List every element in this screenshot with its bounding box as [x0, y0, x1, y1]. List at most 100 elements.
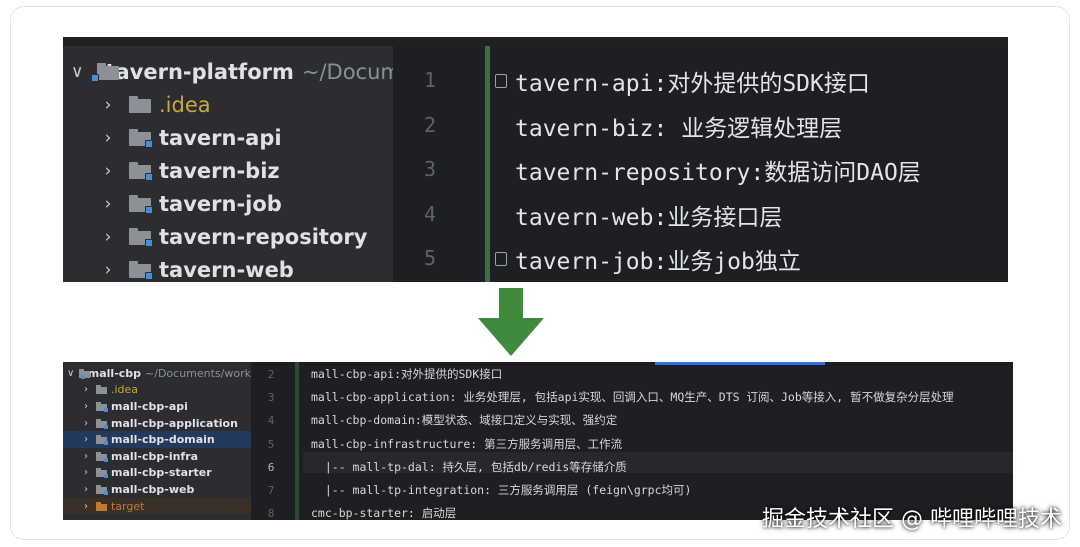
fold-marker-icon[interactable]	[495, 252, 507, 266]
tree-item-tavern-repository[interactable]: ›tavern-repository	[63, 220, 393, 253]
folder-tab	[96, 451, 101, 454]
tree-item-idea[interactable]: › .idea	[63, 382, 251, 399]
code-line[interactable]: mall-cbp-application: 业务处理层, 包括api实现、回调入…	[311, 390, 954, 405]
bottom-editor-gutter	[251, 362, 303, 520]
line-number: 4	[267, 414, 275, 428]
top-editor-area	[543, 46, 1008, 282]
folder-tab	[129, 195, 138, 199]
code-line[interactable]: mall-cbp-infrastructure: 第三方服务调用层、工作流	[311, 436, 623, 451]
bottom-vcs-change-bar	[295, 362, 299, 520]
tree-item-tavern-api[interactable]: › tavern-api	[63, 121, 393, 154]
tree-item-tavern-web[interactable]: ›tavern-web	[63, 253, 393, 282]
folder-icon	[96, 418, 108, 429]
fold-marker-icon[interactable]	[495, 74, 507, 88]
code-line[interactable]: |-- mall-tp-integration: 三方服务调用层 (feign\…	[311, 483, 692, 497]
chevron-right-icon[interactable]: ›	[84, 400, 88, 412]
code-line[interactable]: cmc-bp-starter: 启动层	[311, 506, 457, 520]
chevron-right-icon[interactable]: ›	[84, 434, 88, 446]
folder-tab	[129, 261, 138, 265]
tree-item-tavern-job[interactable]: › tavern-job	[63, 187, 393, 220]
folder-icon	[79, 368, 91, 379]
tree-item-label: tavern-biz	[159, 158, 280, 183]
tree-item-mall-cbp-application[interactable]: ›mall-cbp-application	[63, 415, 251, 432]
chevron-right-icon[interactable]: ›	[84, 483, 88, 495]
watermark-text: 掘金技术社区 @ 哔哩哔哩技术	[762, 507, 1062, 532]
code-line[interactable]: mall-cbp-domain:模型状态、域接口定义与实现、强约定	[311, 413, 618, 428]
tree-item-mall-cbp-infra[interactable]: ›mall-cbp-infra	[63, 448, 251, 465]
module-badge-icon	[104, 441, 108, 446]
folder-tab	[129, 162, 138, 166]
code-line[interactable]: tavern-biz: 业务逻辑处理层	[515, 115, 843, 142]
module-badge-icon	[145, 239, 153, 247]
code-line[interactable]: tavern-web:业务接口层	[515, 204, 783, 231]
folder-icon	[96, 468, 108, 479]
folder-icon	[129, 195, 153, 214]
folder-icon	[129, 162, 153, 181]
arrow-down-icon	[478, 288, 544, 356]
chevron-right-icon[interactable]: ›	[84, 450, 88, 462]
tree-item-mall-cbp-api[interactable]: › mall-cbp-api	[63, 398, 251, 415]
folder-body	[96, 486, 107, 494]
chevron-right-icon[interactable]: ›	[104, 160, 112, 181]
tree-item-label: mall-cbp	[87, 366, 142, 380]
chevron-right-icon[interactable]: ›	[84, 467, 88, 479]
folder-tab	[96, 484, 101, 487]
chevron-right-icon[interactable]: ›	[104, 226, 112, 247]
current-line-highlight	[303, 452, 1013, 473]
folder-body	[96, 420, 107, 428]
code-line[interactable]: tavern-api:对外提供的SDK接口	[515, 71, 870, 97]
chevron-right-icon[interactable]: ›	[104, 94, 112, 115]
tree-item-label: tavern-job	[159, 191, 282, 216]
module-badge-icon	[145, 140, 153, 148]
module-badge-icon	[104, 474, 108, 479]
tree-item-tavern-platform[interactable]: ∨tavern-platform~/Docum	[63, 55, 393, 88]
tree-item-idea[interactable]: ›.idea	[63, 88, 393, 121]
tree-item-label: tavern-platform	[105, 59, 294, 84]
folder-body	[96, 387, 107, 395]
module-badge-icon	[104, 457, 108, 462]
folder-body	[96, 437, 107, 445]
folder-tab	[129, 228, 138, 232]
chevron-right-icon[interactable]: ›	[104, 259, 112, 280]
tree-item-mall-cbp-starter[interactable]: ›mall-cbp-starter	[63, 465, 251, 482]
code-line[interactable]: mall-cbp-api:对外提供的SDK接口	[311, 367, 503, 381]
tree-item-tavern-biz[interactable]: › tavern-biz	[63, 154, 393, 187]
folder-body	[96, 453, 107, 461]
module-badge-icon	[104, 490, 108, 495]
chevron-right-icon[interactable]: ›	[84, 384, 88, 396]
folder-icon	[129, 96, 151, 113]
line-number: 7	[267, 484, 275, 497]
tree-item-path: ~/Documents/work	[145, 366, 251, 380]
line-number: 2	[267, 368, 275, 381]
tree-item-mall-cbp[interactable]: ∨ mall-cbp~/Documents/work	[63, 365, 251, 382]
chevron-down-icon[interactable]: ∨	[67, 367, 75, 379]
tree-item-mall-cbp-domain[interactable]: ›mall-cbp-domain	[63, 431, 251, 448]
line-number: 2	[423, 112, 437, 137]
line-number: 8	[267, 507, 275, 520]
code-line[interactable]: |-- mall-tp-dal: 持久层, 包括db/redis等存储介质	[311, 459, 627, 474]
chevron-down-icon[interactable]: ∨	[71, 61, 84, 82]
chevron-right-icon[interactable]: ›	[104, 127, 112, 148]
editor-tab-indicator	[655, 362, 825, 365]
folder-tab	[96, 468, 101, 471]
folder-body	[79, 370, 91, 378]
top-vcs-change-bar	[485, 46, 490, 282]
tree-item-label: .idea	[111, 383, 139, 397]
tree-item-mall-cbp-web[interactable]: ›mall-cbp-web	[63, 481, 251, 498]
folder-body	[97, 66, 120, 80]
tree-item-label: mall-cbp-api	[111, 399, 188, 413]
code-line[interactable]: tavern-job:业务job独立	[515, 249, 801, 275]
chevron-right-icon[interactable]: ›	[104, 193, 112, 214]
folder-icon	[96, 451, 108, 462]
top-ide-screenshot: ∨tavern-platform~/Docum›.idea›tavern-api…	[63, 37, 1008, 282]
code-line[interactable]: tavern-repository:数据访问DAO层	[515, 160, 921, 186]
tree-item-label: tavern-api	[159, 125, 282, 150]
folder-icon	[96, 484, 108, 495]
folder-tab	[79, 368, 85, 371]
folder-icon	[129, 228, 153, 247]
bottom-editor-area	[303, 362, 1013, 520]
tree-item-target[interactable]: ›target	[63, 497, 251, 515]
folder-body	[96, 403, 107, 411]
chevron-right-icon[interactable]: ›	[84, 417, 88, 429]
chevron-right-icon[interactable]: ›	[84, 500, 88, 512]
